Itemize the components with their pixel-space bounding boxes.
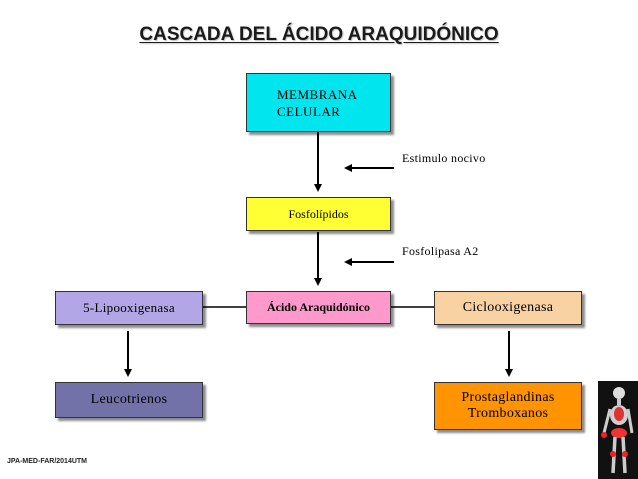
prostaglandinas-line2: Tromboxanos <box>467 406 549 421</box>
page-title: CASCADA DEL ÁCIDO ARAQUIDÓNICO <box>139 24 499 45</box>
box-acido-araquidonico: Ácido Araquidónico <box>246 291 391 324</box>
box-membrana-celular: MEMBRANA CELULAR <box>246 73 391 132</box>
membrana-line1: MEMBRANA <box>277 86 358 102</box>
label-estimulo-nocivo: Estimulo nocivo <box>402 151 486 165</box>
membrana-line2: CELULAR <box>277 103 341 119</box>
box-ciclooxigenasa: Ciclooxigenasa <box>434 291 582 325</box>
box-prostaglandinas: Prostaglandinas Tromboxanos <box>434 382 582 430</box>
box-leucotrienos: Leucotrienos <box>55 382 203 418</box>
box-fosfolipidos: Fosfolípidos <box>246 197 391 231</box>
skeleton-figure-icon <box>598 381 638 479</box>
box-lipooxigenasa: 5-Lipooxigenasa <box>55 291 203 325</box>
label-fosfolipasa-a2: Fosfolipasa A2 <box>402 244 479 258</box>
prostaglandinas-line1: Prostaglandinas <box>461 390 555 405</box>
footer-credit: JPA-MED-FAR/2014UTM <box>7 458 87 465</box>
